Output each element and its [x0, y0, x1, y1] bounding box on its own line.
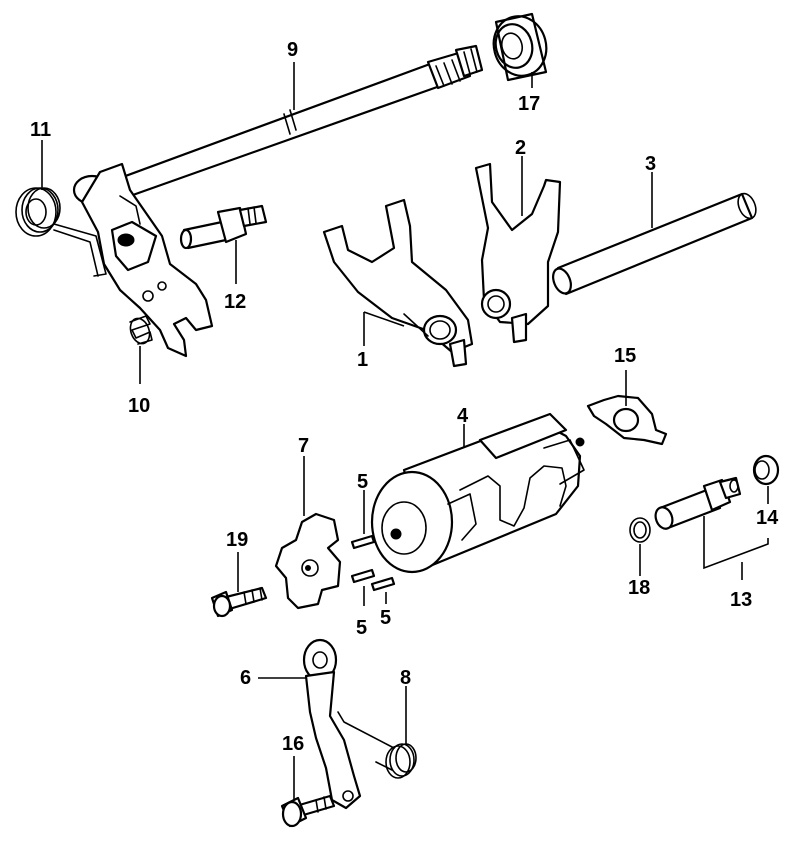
callout-17: 17 — [518, 93, 540, 115]
part-13-drum-shaft — [654, 476, 742, 530]
callout-5-b: 5 — [356, 617, 367, 639]
callout-11: 11 — [30, 119, 51, 141]
callout-16: 16 — [282, 733, 304, 755]
shift-arm-plate — [72, 162, 214, 358]
callout-14: 14 — [756, 507, 779, 529]
part-1-shift-fork — [322, 198, 474, 368]
callout-5-c: 5 — [380, 607, 391, 629]
callout-labels: 1 2 3 4 5 5 5 6 7 8 9 10 11 12 13 14 15 … — [30, 39, 779, 755]
callout-9: 9 — [287, 39, 298, 61]
part-4-shift-drum — [370, 412, 585, 574]
callout-18: 18 — [628, 577, 650, 599]
part-6-stopper-arm — [302, 638, 362, 810]
part-12-pin — [179, 204, 268, 250]
callout-6: 6 — [240, 667, 251, 689]
callout-10: 10 — [128, 395, 150, 417]
part-15-stopper-plate — [586, 394, 668, 446]
part-9-shift-spindle — [118, 44, 484, 198]
callout-3: 3 — [645, 153, 656, 175]
part-19-bolt — [210, 586, 268, 618]
part-18-circlip — [629, 517, 651, 543]
callout-4: 4 — [457, 405, 469, 427]
callout-19: 19 — [226, 529, 248, 551]
callout-13: 13 — [730, 589, 752, 611]
callout-8: 8 — [400, 667, 411, 689]
part-10-spring — [129, 315, 153, 345]
part-17-bearing — [492, 12, 548, 82]
part-11-return-spring — [15, 187, 107, 277]
callout-2: 2 — [515, 137, 526, 159]
part-5-pins — [350, 534, 396, 592]
part-14-collar — [752, 454, 780, 486]
callout-7: 7 — [298, 435, 309, 457]
part-2-shift-fork — [474, 162, 562, 344]
callout-5-a: 5 — [357, 471, 368, 493]
callout-1: 1 — [357, 349, 368, 371]
part-16-bolt — [280, 794, 336, 828]
part-3-fork-shaft — [552, 192, 757, 296]
callout-15: 15 — [614, 345, 636, 367]
part-7-cam-plate — [274, 512, 342, 610]
callout-12: 12 — [224, 291, 246, 313]
leader-lines — [41, 62, 769, 800]
